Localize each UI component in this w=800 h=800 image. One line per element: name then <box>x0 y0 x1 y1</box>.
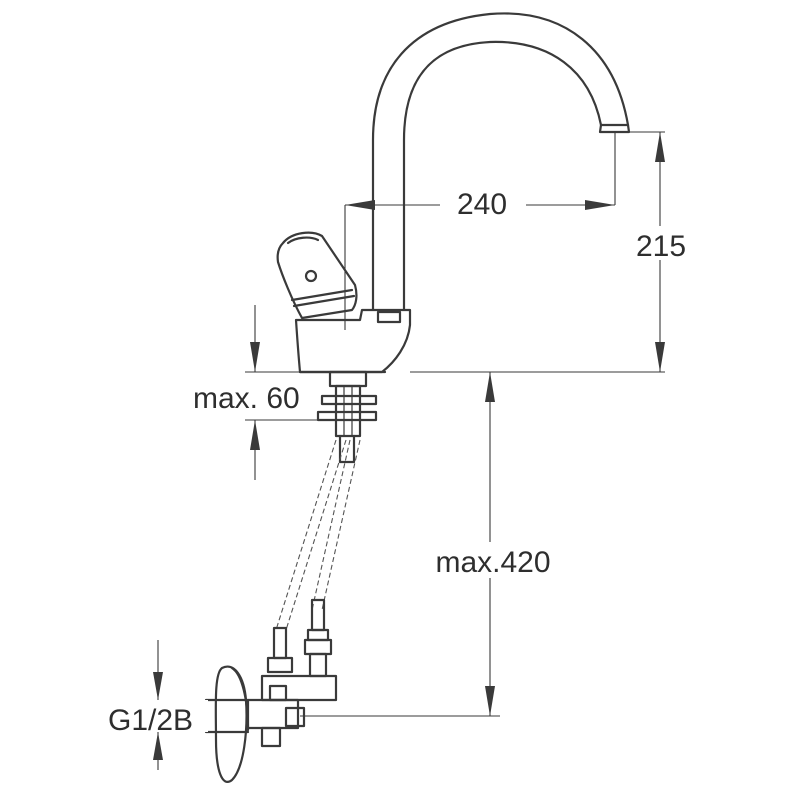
dimension-hose-drop: max.420 <box>300 372 566 717</box>
deck-thickness-label: max. 60 <box>193 382 300 415</box>
height-label: 215 <box>636 230 686 263</box>
dimension-deck-thickness: max. 60 <box>193 305 320 480</box>
mounting-stem <box>316 370 378 464</box>
dimension-thread: G1/2B <box>108 640 208 770</box>
angle-valves <box>246 598 338 748</box>
lever-handle <box>276 231 358 320</box>
faucet-body <box>294 308 412 374</box>
flexible-hoses <box>275 439 361 631</box>
dimension-reach: 240 <box>344 132 616 330</box>
dimension-height: 215 <box>410 131 696 373</box>
thread-label: G1/2B <box>108 704 193 737</box>
reach-label: 240 <box>457 188 507 221</box>
hose-drop-label: max.420 <box>435 546 550 579</box>
spout <box>371 12 631 312</box>
wall-rosette <box>204 665 250 783</box>
